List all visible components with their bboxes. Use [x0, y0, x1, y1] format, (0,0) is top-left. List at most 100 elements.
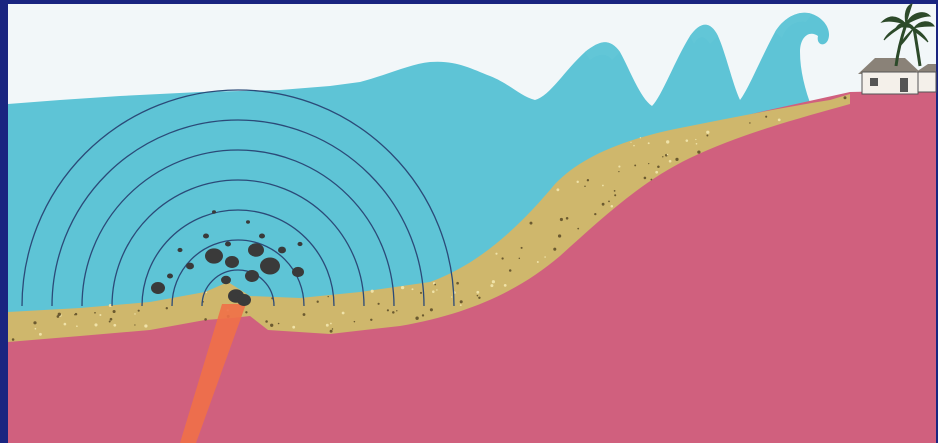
sediment-speck — [675, 158, 678, 161]
sediment-speck — [608, 201, 610, 203]
sediment-speck — [460, 304, 462, 306]
sediment-speck — [74, 314, 75, 315]
sediment-speck — [519, 258, 520, 259]
sediment-speck — [602, 185, 604, 187]
sediment-speck — [686, 139, 689, 142]
sediment-speck — [706, 131, 709, 134]
sediment-speck — [695, 139, 696, 140]
sediment-speck — [94, 323, 97, 326]
debris-chunk — [221, 276, 231, 285]
debris-chunk — [151, 282, 165, 294]
sediment-speck — [396, 310, 397, 311]
sediment-speck — [460, 300, 463, 303]
debris-chunk — [205, 248, 223, 263]
sediment-speck — [553, 248, 556, 251]
house-door — [900, 78, 908, 92]
sediment-speck — [451, 296, 452, 297]
sediment-speck — [765, 116, 767, 118]
sediment-speck — [110, 318, 113, 321]
sediment-speck — [537, 261, 539, 263]
sediment-speck — [303, 313, 306, 316]
sediment-speck — [697, 150, 700, 153]
sediment-speck — [35, 328, 37, 330]
sediment-speck — [844, 96, 847, 99]
sediment-speck — [504, 284, 507, 287]
sediment-speck — [614, 194, 616, 196]
sediment-speck — [644, 177, 647, 180]
sediment-speck — [330, 330, 333, 333]
sediment-speck — [94, 312, 96, 314]
debris-chunk — [246, 220, 250, 223]
sediment-speck — [436, 289, 437, 290]
sediment-speck — [490, 284, 493, 287]
sediment-speck — [618, 166, 620, 168]
sediment-speck — [634, 164, 636, 166]
sediment-speck — [370, 319, 372, 321]
sediment-speck — [387, 309, 389, 311]
house-window — [870, 78, 878, 86]
sediment-speck — [64, 323, 67, 326]
sediment-speck — [594, 213, 596, 215]
sediment-speck — [477, 295, 479, 297]
sediment-speck — [265, 320, 268, 323]
sediment-speck — [332, 328, 333, 329]
debris-chunk — [248, 243, 264, 257]
sediment-speck — [556, 188, 559, 191]
sediment-speck — [76, 325, 78, 327]
sediment-speck — [204, 318, 207, 321]
sediment-speck — [144, 324, 147, 327]
sediment-speck — [633, 145, 635, 147]
sediment-speck — [113, 324, 116, 327]
sediment-speck — [666, 140, 669, 143]
sediment-speck — [640, 137, 641, 138]
sediment-speck — [602, 203, 605, 206]
sediment-speck — [778, 119, 781, 122]
sediment-speck — [245, 311, 247, 313]
sediment-speck — [544, 256, 546, 258]
sediment-speck — [166, 307, 168, 309]
sediment-speck — [317, 301, 319, 303]
sediment-speck — [630, 142, 631, 143]
house-annex — [918, 72, 936, 92]
sediment-speck — [662, 156, 663, 157]
sediment-speck — [434, 284, 436, 286]
sediment-speck — [392, 311, 395, 314]
sediment-speck — [270, 324, 273, 327]
debris-chunk — [212, 210, 216, 213]
sediment-speck — [99, 314, 101, 316]
sediment-speck — [650, 179, 652, 181]
sediment-speck — [354, 321, 356, 323]
sediment-speck — [587, 179, 589, 181]
sediment-speck — [655, 171, 658, 174]
sediment-speck — [648, 142, 650, 144]
sediment-speck — [749, 122, 750, 123]
debris-chunk — [186, 263, 194, 270]
debris-chunk — [245, 270, 259, 282]
sediment-speck — [476, 291, 479, 294]
debris-chunk — [298, 242, 303, 246]
sediment-speck — [415, 317, 418, 320]
sediment-speck — [57, 315, 60, 318]
sediment-speck — [33, 321, 36, 324]
debris-chunk — [259, 233, 265, 238]
debris-chunk — [225, 256, 239, 268]
sediment-speck — [328, 296, 329, 297]
sediment-speck — [326, 324, 329, 327]
sediment-speck — [420, 292, 422, 294]
sediment-speck — [560, 218, 563, 221]
debris-chunk — [237, 294, 251, 306]
sediment-speck — [478, 297, 480, 299]
sediment-speck — [706, 135, 708, 137]
sediment-speck — [134, 324, 135, 325]
sediment-speck — [39, 333, 42, 336]
sediment-speck — [430, 308, 433, 311]
sediment-speck — [12, 338, 15, 341]
sediment-speck — [401, 286, 404, 289]
sediment-speck — [134, 313, 135, 314]
sediment-speck — [501, 257, 503, 259]
sediment-speck — [648, 163, 649, 164]
sediment-speck — [109, 304, 112, 307]
sediment-speck — [509, 269, 512, 272]
sediment-speck — [618, 171, 619, 172]
